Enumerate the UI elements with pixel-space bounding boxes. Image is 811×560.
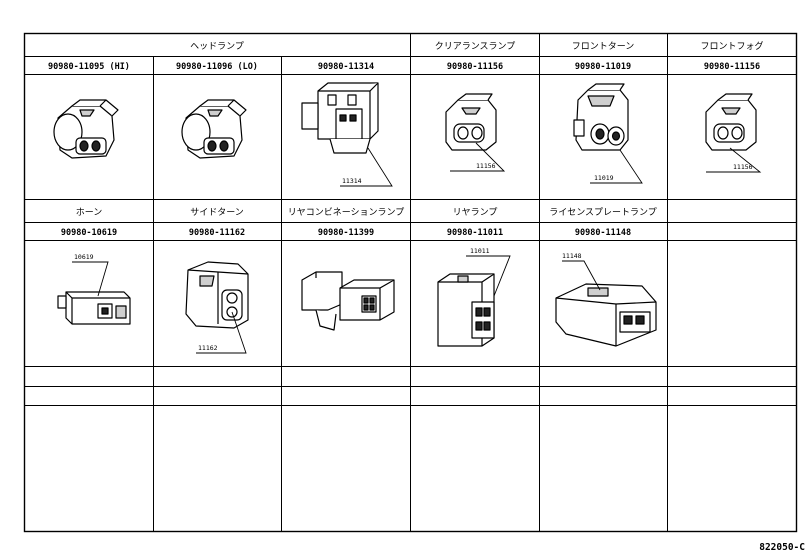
- part-number-cell: 90980-11156: [704, 62, 760, 72]
- header-license-plate-lamp: ライセンスプレートランプ: [549, 207, 657, 218]
- connector-headlamp-hi: [53, 99, 119, 159]
- svg-text:11162: 11162: [198, 344, 218, 352]
- part-number-cell: 90980-11314: [318, 62, 374, 72]
- header-horn: ホーン: [76, 207, 103, 218]
- callout-11162: 11162: [196, 311, 247, 354]
- svg-text:11011: 11011: [470, 247, 490, 255]
- svg-text:11019: 11019: [594, 174, 614, 182]
- part-number-cell: 90980-11156: [447, 62, 503, 72]
- header-rear-lamp: リヤランプ: [453, 207, 498, 218]
- svg-text:11314: 11314: [342, 177, 362, 185]
- header-front-turn: フロントターン: [572, 41, 635, 52]
- connector-11314: [301, 82, 379, 154]
- connector-11011: [437, 273, 495, 347]
- part-number-cell: 90980-11096 (LO): [176, 62, 258, 72]
- connector-11148: [555, 283, 657, 347]
- callout-11011: 11011: [466, 247, 511, 297]
- header-clearance-lamp: クリアランスランプ: [435, 41, 516, 52]
- connector-11019: [573, 83, 629, 151]
- part-number-cell: 90980-11019: [575, 62, 631, 72]
- diagram-code: 822050-C: [759, 542, 805, 553]
- svg-text:11148: 11148: [562, 252, 582, 260]
- part-number-cell: 90980-11399: [318, 228, 374, 238]
- part-number-cell: 90980-11011: [447, 228, 503, 238]
- svg-text:10619: 10619: [74, 253, 94, 261]
- header-side-turn: サイドターン: [190, 207, 244, 218]
- svg-text:11156: 11156: [476, 162, 496, 170]
- connector-11156-fog: [705, 93, 757, 151]
- connector-10619: [57, 291, 131, 325]
- table-grid: [23, 32, 798, 533]
- callout-11314: 11314: [340, 147, 393, 187]
- header-rear-combination-lamp: リヤコンビネーションランプ: [288, 207, 405, 218]
- svg-text:11156: 11156: [733, 163, 753, 171]
- connector-11162: [185, 261, 249, 329]
- header-headlamp: ヘッドランプ: [190, 41, 244, 52]
- part-number-cell: 90980-11148: [575, 228, 631, 238]
- part-number-cell: 90980-11162: [189, 228, 245, 238]
- callout-11148: 11148: [562, 252, 601, 291]
- callout-11156-clearance: 11156: [450, 142, 506, 172]
- callout-11156-fog: 11156: [706, 147, 762, 173]
- connector-11399: [301, 271, 395, 331]
- part-number-cell: 90980-11095 (HI): [48, 62, 130, 72]
- part-number-cell: 90980-10619: [61, 228, 117, 238]
- connector-11156-clearance: [445, 93, 497, 151]
- callout-10619: 10619: [72, 253, 109, 297]
- callout-11019: 11019: [590, 149, 643, 184]
- connector-headlamp-lo: [181, 99, 247, 159]
- header-front-fog: フロントフォグ: [700, 40, 763, 52]
